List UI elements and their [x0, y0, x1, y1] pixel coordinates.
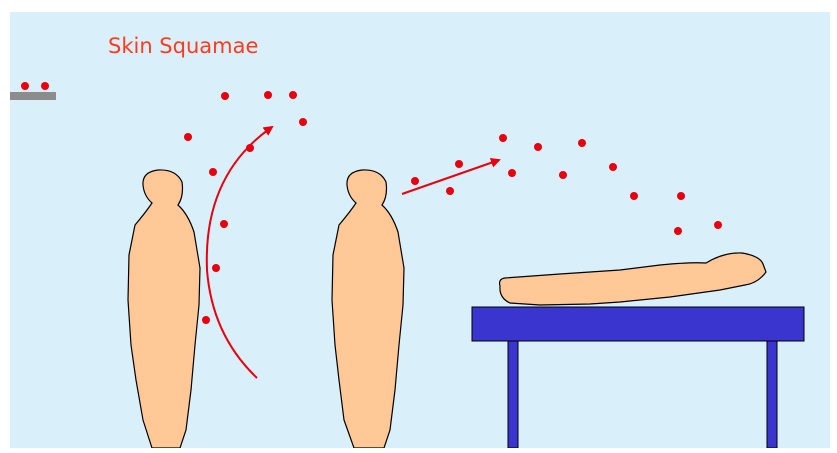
particle — [289, 91, 297, 99]
bed-leg-right-icon — [767, 341, 777, 448]
particle — [455, 160, 463, 168]
particle — [508, 169, 516, 177]
particle — [221, 92, 229, 100]
particle — [264, 91, 272, 99]
particle — [534, 143, 542, 151]
particle — [630, 192, 638, 200]
particle — [299, 118, 307, 126]
particle — [220, 220, 228, 228]
particle — [578, 139, 586, 147]
particle — [499, 134, 507, 142]
background-panel — [10, 12, 830, 448]
particle — [674, 227, 682, 235]
particle — [559, 171, 567, 179]
particle — [212, 264, 220, 272]
particle — [411, 177, 419, 185]
particle — [677, 192, 685, 200]
ledge-particle — [21, 82, 29, 90]
particle — [246, 144, 254, 152]
ledge-icon — [10, 92, 56, 100]
particle — [446, 187, 454, 195]
particle — [609, 163, 617, 171]
bed-leg-left-icon — [508, 341, 518, 448]
particle — [184, 133, 192, 141]
particle — [209, 168, 217, 176]
particle — [202, 316, 210, 324]
ledge-particle — [41, 82, 49, 90]
diagram-title: Skin Squamae — [108, 34, 258, 58]
particle — [714, 221, 722, 229]
bed-top-icon — [472, 307, 804, 341]
